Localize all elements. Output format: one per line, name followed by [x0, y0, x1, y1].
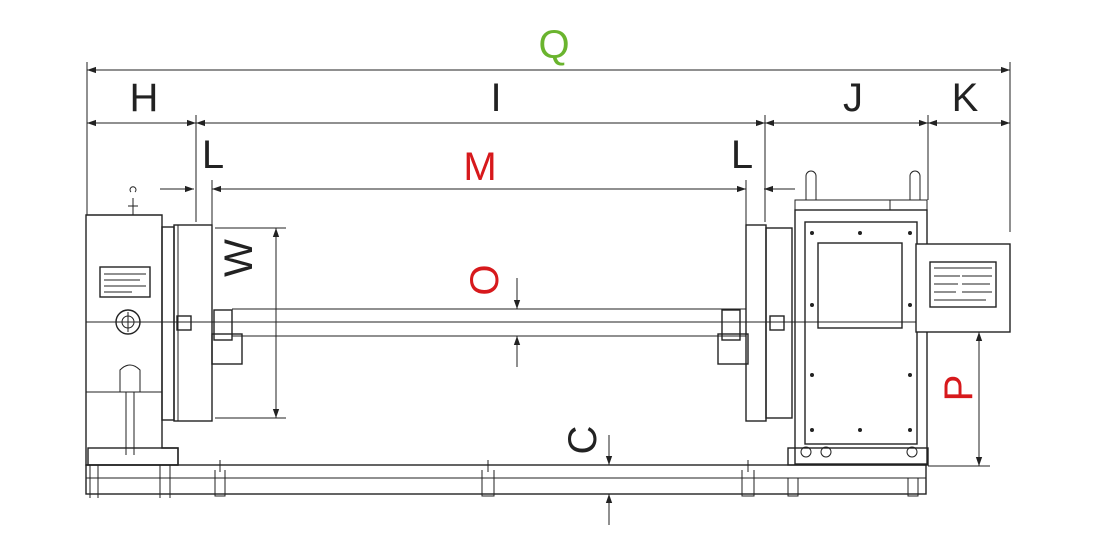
control-box: [915, 243, 1011, 333]
label-m: M: [463, 145, 496, 189]
label-c: C: [561, 426, 605, 455]
rotation-axis: [86, 308, 1000, 337]
label-j: J: [843, 76, 863, 120]
label-k: K: [952, 76, 979, 120]
headstock-nameplate: [99, 266, 151, 298]
dimension-lines: [86, 62, 1011, 525]
headstock: [85, 186, 243, 466]
base-frame: [85, 460, 927, 498]
tailstock: [717, 170, 1011, 466]
label-o: O: [463, 264, 507, 295]
label-q: Q: [538, 23, 569, 67]
label-l-left: L: [202, 133, 224, 177]
label-i: I: [490, 76, 501, 120]
dimension-labels: Q H I J K L M L W O P C: [130, 23, 981, 454]
label-l-right: L: [731, 133, 753, 177]
label-p: P: [937, 375, 981, 402]
label-h: H: [130, 76, 159, 120]
label-w: W: [217, 239, 261, 277]
